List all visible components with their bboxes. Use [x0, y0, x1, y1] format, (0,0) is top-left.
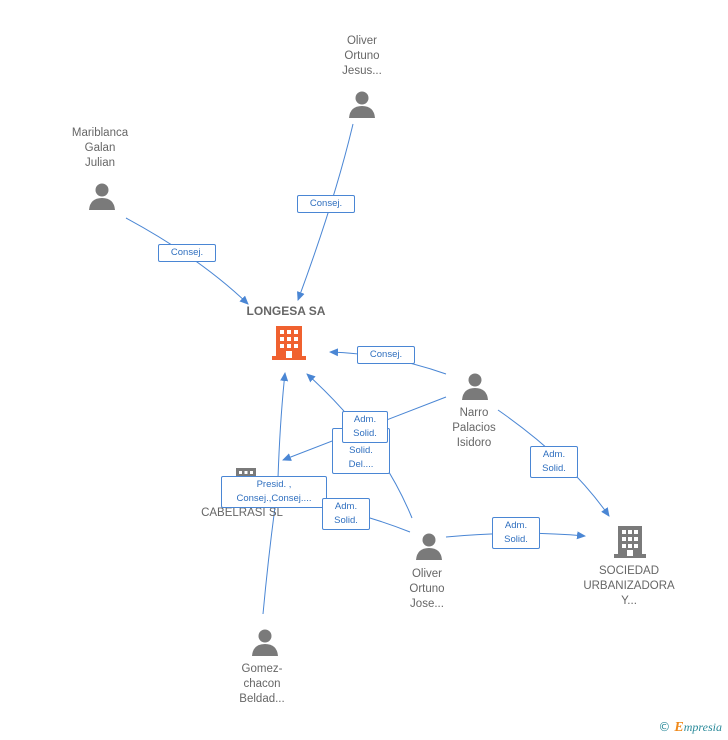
person-label-narro[interactable]: Narro Palacios Isidoro	[452, 407, 496, 449]
edge-label-consej-oliver-jesus[interactable]: Consej.	[297, 195, 355, 213]
person-icon[interactable]	[348, 90, 376, 118]
edge-label-adm-solid-narro-cabelrasi[interactable]: Adm. Solid.	[342, 411, 388, 443]
person-icon[interactable]	[251, 628, 279, 656]
edge-label-consej-narro[interactable]: Consej.	[357, 346, 415, 364]
building-icon[interactable]	[614, 524, 646, 558]
person-icon[interactable]	[88, 182, 116, 210]
edge-label-adm-solid-oliver-jose-cabelrasi[interactable]: Adm. Solid.	[322, 498, 370, 530]
edge-line-cabelrasi-longesa	[277, 372, 289, 479]
edge-label-adm-solid-oliver-jose-sociedad[interactable]: Adm. Solid.	[492, 517, 540, 549]
person-icon[interactable]	[415, 532, 443, 560]
copyright-symbol: ©	[658, 720, 671, 734]
person-label-oliver-jose[interactable]: Oliver Ortuno Jose...	[409, 568, 445, 610]
brand-name: mpresia	[683, 720, 722, 734]
company-label-sociedad[interactable]: SOCIEDAD URBANIZADORA Y...	[583, 565, 675, 607]
person-icon[interactable]	[461, 372, 489, 400]
edge-label-consej-mariblanca[interactable]: Consej.	[158, 244, 216, 262]
brand-initial: E	[674, 720, 684, 735]
empresia-logo[interactable]: ©Empresia	[658, 720, 722, 736]
person-label-oliver-jesus[interactable]: Oliver Ortuno Jesus...	[342, 35, 382, 77]
edge-line-gomez-cabelrasi	[262, 506, 276, 615]
person-label-gomez[interactable]: Gomez- chacon Beldad...	[239, 663, 285, 705]
person-label-mariblanca[interactable]: Mariblanca Galan Julian	[71, 127, 129, 169]
edge-label-adm-solid-narro-sociedad[interactable]: Adm. Solid.	[530, 446, 578, 478]
edge-label-presid-consej[interactable]: Presid. , Consej.,Consej....	[221, 476, 327, 508]
building-icon[interactable]	[272, 324, 306, 360]
company-label-cabelrasi[interactable]: CABELRASI SL	[201, 507, 283, 519]
company-label-longesa[interactable]: LONGESA SA	[246, 304, 326, 318]
